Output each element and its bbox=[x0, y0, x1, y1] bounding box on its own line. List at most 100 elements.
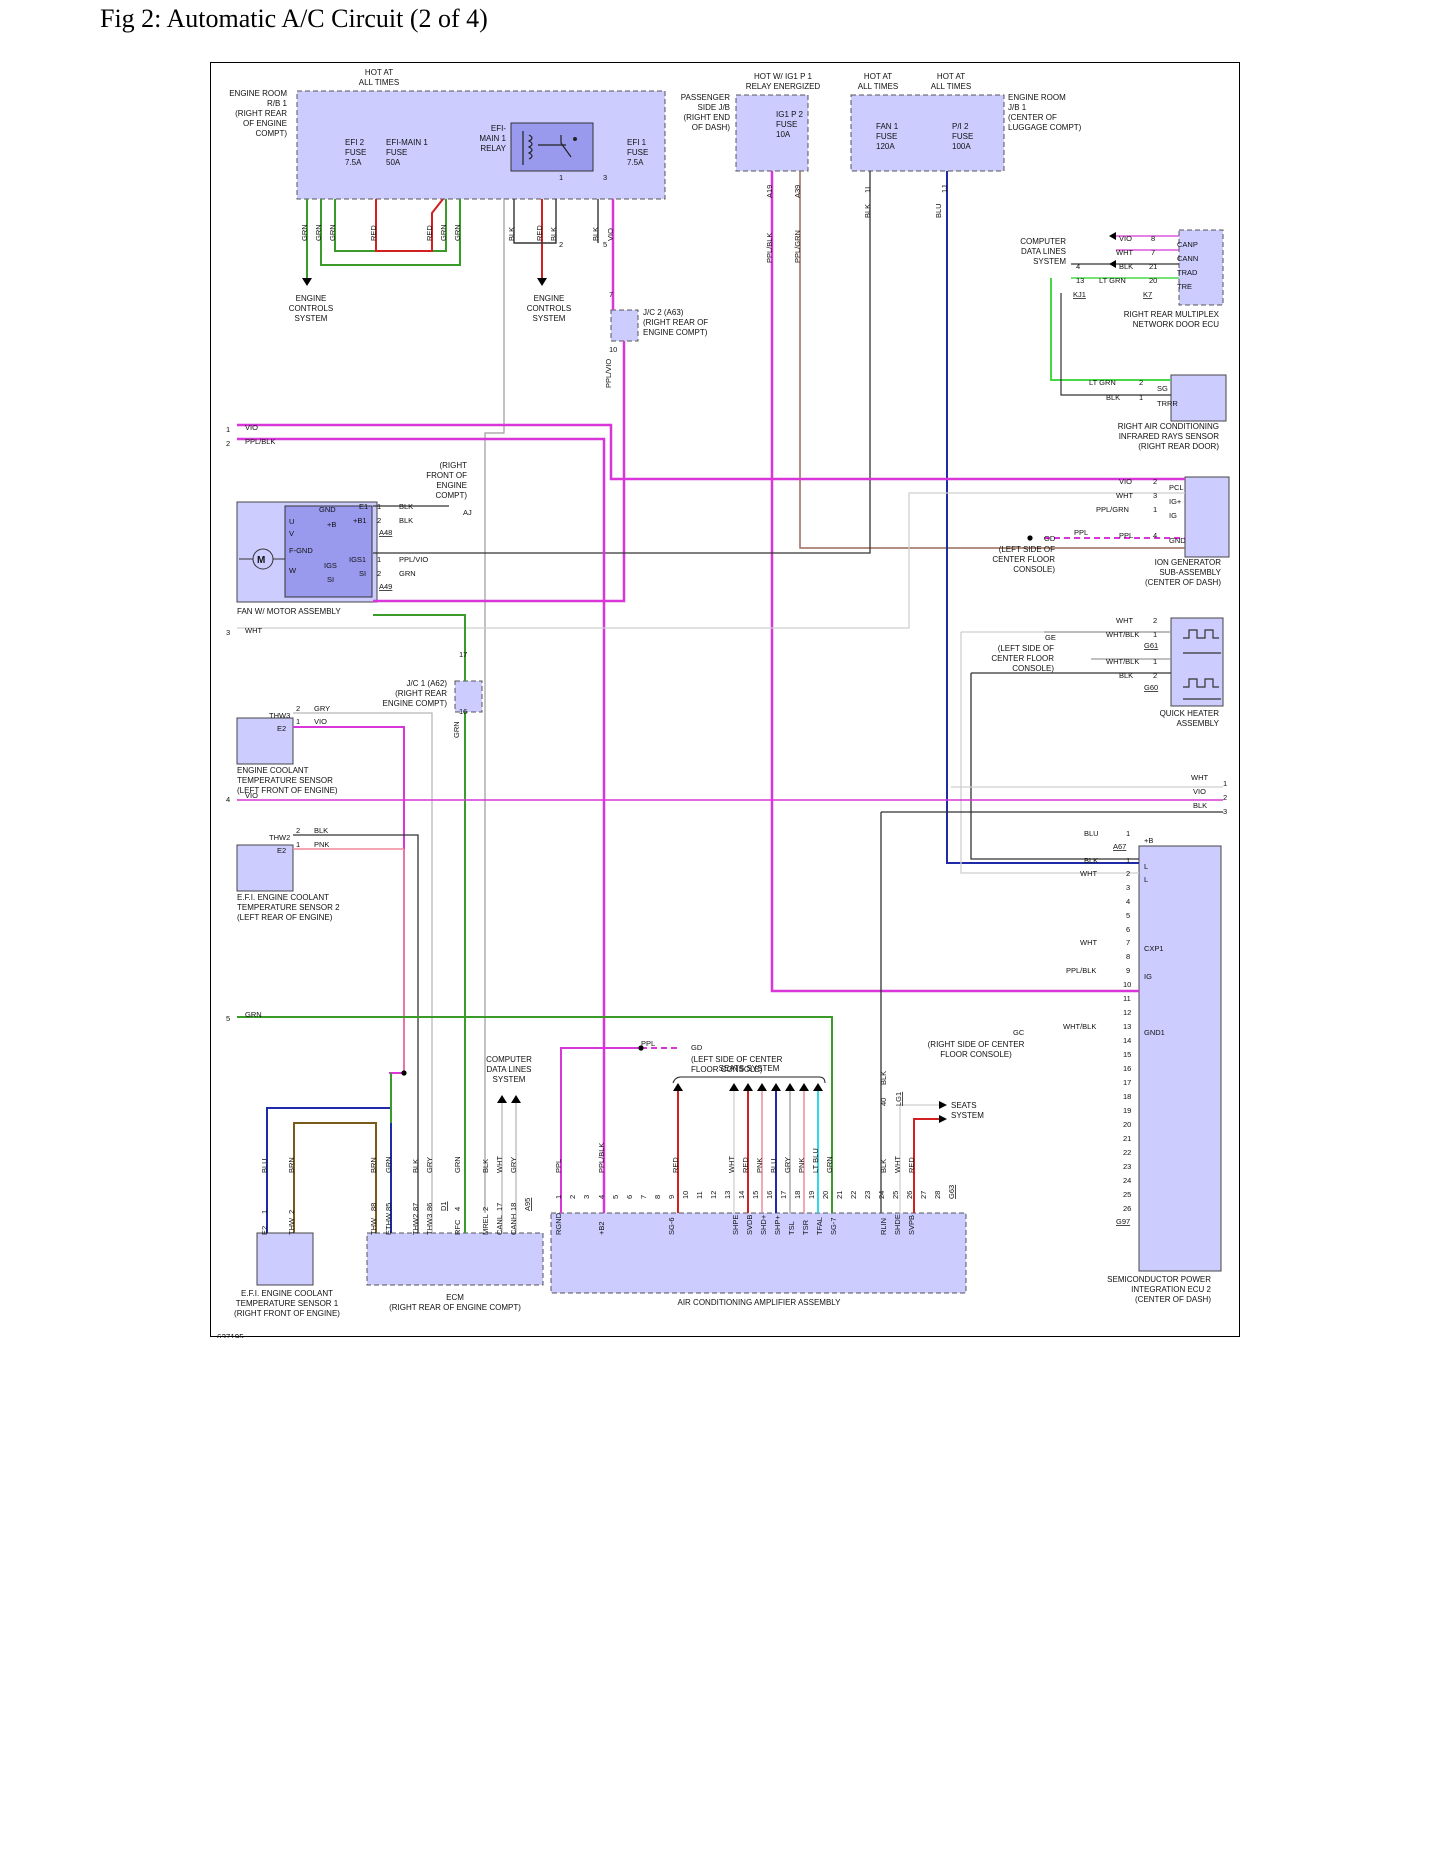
pin-label: BRN bbox=[287, 1157, 296, 1173]
pin-label: 21 bbox=[1149, 262, 1157, 271]
pin-label: PPL/BLK bbox=[1066, 966, 1096, 975]
pin-label: PPL/BLK bbox=[765, 233, 774, 263]
pin-label: A49 bbox=[379, 582, 392, 591]
efi-main1-relay-coil bbox=[510, 122, 594, 172]
pin-label: 1 bbox=[559, 173, 563, 182]
pin-label: 1I bbox=[863, 187, 872, 193]
pin-label: GRN bbox=[314, 224, 323, 241]
pin-label: 20 bbox=[1123, 1120, 1131, 1129]
pin-label: GND1 bbox=[1144, 1028, 1165, 1037]
pin-label: RED bbox=[369, 225, 378, 241]
pin-label: BLK bbox=[1119, 262, 1133, 271]
pin-label: L bbox=[1144, 862, 1148, 871]
pin-label: CANP bbox=[1177, 240, 1198, 249]
pin-label: THW bbox=[287, 1217, 296, 1235]
pin-label: TSR bbox=[801, 1219, 810, 1235]
pin-label: 1 bbox=[1153, 657, 1157, 666]
pin-label: WHT bbox=[893, 1156, 902, 1173]
engine-room-rb1-box bbox=[296, 90, 666, 200]
efi-ect2-sensor-box bbox=[236, 844, 294, 892]
pin-label: 4 bbox=[226, 795, 230, 804]
pin-label: SG-6 bbox=[667, 1217, 676, 1235]
quick-heater-box bbox=[1170, 617, 1224, 707]
pin-label: 8 bbox=[1151, 234, 1155, 243]
pin-label: BLU bbox=[934, 203, 943, 218]
pin-label: VIO bbox=[606, 228, 615, 241]
pin-label: THW2 bbox=[411, 1214, 420, 1235]
spi-ecu2-box bbox=[1138, 845, 1222, 1272]
pin-label: A39 bbox=[793, 185, 802, 198]
pin-label: 3 bbox=[603, 173, 607, 182]
pin-label: GRN bbox=[399, 569, 416, 578]
pin-label: 1 bbox=[1126, 856, 1130, 865]
pin-label: 28 bbox=[933, 1191, 942, 1199]
pin-label: G61 bbox=[1144, 641, 1158, 650]
pin-label: 10 bbox=[1123, 980, 1131, 989]
fan-motor-label: FAN W/ MOTOR ASSEMBLY bbox=[237, 607, 341, 616]
pin-label: 2 bbox=[296, 704, 300, 713]
pin-label: WHT bbox=[495, 1156, 504, 1173]
pin-label: 24 bbox=[1123, 1176, 1131, 1185]
pin-label: 16 bbox=[765, 1191, 774, 1199]
pin-label: RED bbox=[741, 1157, 750, 1173]
pin-label: GRN bbox=[825, 1156, 834, 1173]
pin-label: 26 bbox=[905, 1191, 914, 1199]
pin-label: +B2 bbox=[597, 1221, 606, 1235]
pin-label: PCL bbox=[1169, 483, 1184, 492]
heater-element-glyph bbox=[1183, 629, 1221, 700]
pin-label: 5 bbox=[603, 240, 607, 249]
pin-label: 88 bbox=[369, 1203, 378, 1211]
pin-label: G60 bbox=[1144, 683, 1158, 692]
pin-label: WHT bbox=[1116, 616, 1133, 625]
pin-label: +B1 bbox=[353, 516, 367, 525]
pin-label: GRY bbox=[314, 704, 330, 713]
pin-label: 20 bbox=[1149, 276, 1157, 285]
pin-label: CANL bbox=[495, 1215, 504, 1235]
pin-label: GRY bbox=[509, 1157, 518, 1173]
pin-label: GRN bbox=[384, 1156, 393, 1173]
pin-label: GD bbox=[691, 1043, 703, 1052]
pin-label: 4 bbox=[597, 1195, 606, 1199]
pin-label: RFC bbox=[453, 1219, 462, 1235]
pin-label: 13 bbox=[1076, 276, 1084, 285]
pin-label: SHP+ bbox=[773, 1215, 782, 1235]
pin-label: GRY bbox=[425, 1157, 434, 1173]
pin-label: 4 bbox=[1076, 262, 1080, 271]
pin-label: A67 bbox=[1113, 842, 1126, 851]
pin-label: RED bbox=[907, 1157, 916, 1173]
pin-label: 14 bbox=[737, 1191, 746, 1199]
pin-label: SI bbox=[327, 575, 334, 584]
pin-label: WHT bbox=[1080, 869, 1097, 878]
pin-label: BLK bbox=[399, 502, 413, 511]
pin-label: A95 bbox=[523, 1198, 532, 1211]
pin-label: 1 bbox=[377, 555, 381, 564]
pin-label: U bbox=[289, 517, 294, 526]
pin-label: 2 bbox=[1153, 616, 1157, 625]
pin-label: RED bbox=[425, 225, 434, 241]
pin-label: VIO bbox=[1119, 234, 1132, 243]
pin-label: 1 bbox=[377, 502, 381, 511]
pin-label: +B bbox=[1144, 836, 1153, 845]
pin-label: 2 bbox=[1126, 869, 1130, 878]
pin-label: G97 bbox=[1116, 1217, 1130, 1226]
pin-label: 12 bbox=[1123, 1008, 1131, 1017]
pin-label: 2 bbox=[1223, 793, 1227, 802]
pin-label: GE bbox=[1045, 633, 1056, 642]
pin-label: 22 bbox=[1123, 1148, 1131, 1157]
pin-label: 1 bbox=[554, 1195, 563, 1199]
pin-label: 1J bbox=[940, 185, 949, 193]
pin-label: LT BLU bbox=[811, 1148, 820, 1173]
pin-label: 8 bbox=[653, 1195, 662, 1199]
pin-label: RED bbox=[535, 225, 544, 241]
pin-label: 17 bbox=[779, 1191, 788, 1199]
pin-label: 23 bbox=[1123, 1162, 1131, 1171]
pin-label: 1 bbox=[1153, 630, 1157, 639]
